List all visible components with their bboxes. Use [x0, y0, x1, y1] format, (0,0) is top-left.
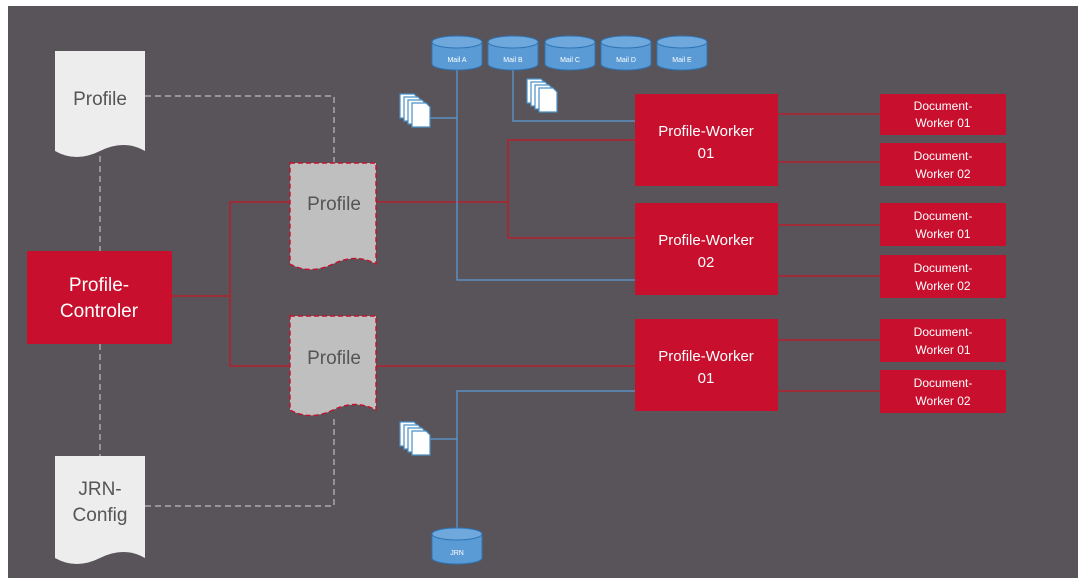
document-worker-1: Document- Worker 01: [880, 94, 1006, 135]
line-mail-b-to-worker-1: [512, 70, 635, 122]
profile-worker-2-label-line1: Profile-Worker: [658, 232, 754, 249]
database-mail-e: Mail E: [656, 35, 708, 71]
document-worker-3: Document- Worker 01: [880, 203, 1006, 246]
document-worker-2-line2: Worker 02: [915, 167, 970, 181]
architecture-diagram: Profile JRN- Config Profile Profile Prof…: [27, 35, 1006, 565]
document-worker-6-line2: Worker 02: [915, 394, 970, 408]
database-mail-c: Mail C: [544, 35, 596, 71]
profile-worker-2: Profile-Worker 02: [635, 203, 778, 295]
database-jrn-label: JRN: [450, 550, 464, 557]
line-mail-a-to-worker-2: [456, 70, 635, 281]
profile-worker-3-label-line1: Profile-Worker: [658, 348, 754, 365]
database-mail-a: Mail A: [431, 35, 483, 71]
jrn-config-label-line2: Config: [73, 505, 128, 526]
document-worker-5: Document- Worker 01: [880, 319, 1006, 362]
jrn-config-label-line1: JRN-: [78, 479, 121, 500]
database-mail-d: Mail D: [600, 35, 652, 71]
file-stack-icon: [399, 421, 431, 456]
database-mail-d-label: Mail D: [616, 57, 636, 64]
document-worker-5-line2: Worker 01: [915, 343, 970, 357]
database-mail-c-label: Mail C: [560, 57, 580, 64]
file-stack-icon: [526, 78, 558, 113]
profile-worker-1-label-line1: Profile-Worker: [658, 123, 754, 140]
dashed-jrn-config-to-profile-copy: [145, 416, 335, 507]
document-worker-6-line1: Document-: [914, 376, 973, 390]
profile-controller-label-line2: Controler: [60, 301, 139, 322]
diagram-canvas: Profile JRN- Config Profile Profile Prof…: [8, 6, 1078, 578]
document-worker-2: Document- Worker 02: [880, 143, 1006, 186]
profile-worker-3: Profile-Worker 01: [635, 319, 778, 411]
profile-controller-box: Profile- Controler: [27, 251, 172, 344]
document-worker-3-line2: Worker 01: [915, 227, 970, 241]
file-stack-icon: [399, 93, 431, 128]
profile-document-label: Profile: [73, 89, 127, 110]
profile-document: Profile: [55, 51, 145, 157]
profile-worker-1: Profile-Worker 01: [635, 94, 778, 186]
document-worker-6: Document- Worker 02: [880, 370, 1006, 413]
profile-worker-1-label-line2: 01: [698, 145, 715, 162]
profile-controller-label-line1: Profile-: [69, 275, 129, 296]
document-worker-1-line2: Worker 01: [915, 116, 970, 130]
dashed-profile-to-profile-copy: [145, 95, 335, 163]
dashed-connectors: [99, 95, 335, 507]
document-worker-4-line1: Document-: [914, 261, 973, 275]
profile-copy-2-label: Profile: [307, 348, 361, 369]
database-mail-b: Mail B: [487, 35, 539, 71]
profile-worker-3-label-line2: 01: [698, 370, 715, 387]
profile-worker-2-label-line2: 02: [698, 254, 715, 271]
document-worker-3-line1: Document-: [914, 209, 973, 223]
document-worker-4-line2: Worker 02: [915, 279, 970, 293]
database-mail-b-label: Mail B: [503, 57, 523, 64]
document-worker-1-line1: Document-: [914, 99, 973, 113]
profile-copy-2: Profile: [289, 315, 377, 417]
red-connectors: [172, 113, 880, 392]
profile-copy-1: Profile: [289, 162, 377, 271]
document-worker-5-line1: Document-: [914, 325, 973, 339]
jrn-config-document: JRN- Config: [55, 456, 145, 564]
profile-copy-1-label: Profile: [307, 194, 361, 215]
database-mail-a-label: Mail A: [447, 57, 466, 64]
database-mail-e-label: Mail E: [672, 57, 692, 64]
database-jrn: JRN: [431, 527, 483, 565]
blue-connectors: [429, 70, 635, 534]
line-worker-3-to-jrn: [456, 390, 635, 534]
document-worker-2-line1: Document-: [914, 149, 973, 163]
document-worker-4: Document- Worker 02: [880, 255, 1006, 298]
